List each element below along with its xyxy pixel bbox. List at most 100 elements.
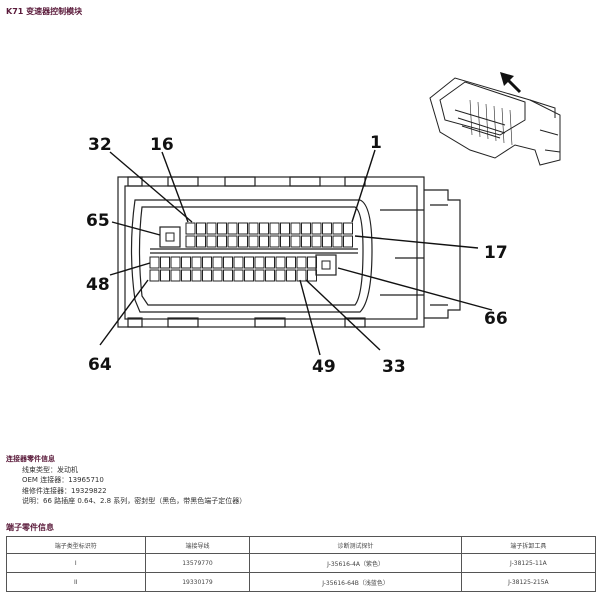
pin-label-17: 17 [484,243,508,263]
pin-cavity [185,222,196,235]
pin-cavity [238,222,248,235]
connector-info-heading: 连接器零件信息 [6,455,55,463]
pin-grid [149,222,353,282]
table-cell: J-38125-215A [460,572,597,592]
page-title: K71 变速器控制模块 [6,7,83,16]
pin-65-contact [165,232,175,242]
pin-cavity [191,256,202,269]
connector-front-view [117,176,461,328]
pin-65-cavity [159,226,181,248]
table-cell: J-38125-11A [460,553,597,573]
pin-cavity [227,235,238,248]
pin-cavity [212,256,223,269]
pin-cavity [307,269,317,282]
pin-cavity [160,269,170,282]
pin-cavity [217,222,227,235]
pin-cavity [286,269,296,282]
pin-cavity [269,235,280,248]
pin-cavity [280,222,290,235]
pin-cavity [307,256,317,269]
pin-cavity [244,256,254,269]
pin-label-48: 48 [86,275,110,295]
pin-cavity [206,235,217,248]
pin-cavity [265,256,275,269]
table-header-row: 端子类型标识符 端接导线 诊断测试探针 端子拆卸工具 [6,536,597,554]
pin-cavity [269,222,280,235]
pin-cavity [290,222,301,235]
pin-cavity [311,235,322,248]
pin-cavity [322,222,332,235]
pin-cavity [202,256,212,269]
pin-cavity [275,256,286,269]
pin-label-65: 65 [86,211,110,231]
pin-cavity [191,269,202,282]
pin-cavity [248,235,259,248]
table-row: II 19330179 J-35616-64B（浅蓝色） J-38125-215… [6,572,597,592]
table-cell: J-35616-4A（紫色） [249,553,462,573]
table-header: 端子拆卸工具 [460,536,597,554]
pin-cavity [160,256,170,269]
connector-info-line: OEM 连接器：13965710 [22,476,104,484]
connector-info-line: 维修件连接器：19329822 [22,486,107,495]
pin-cavity [223,256,233,269]
table-cell: I [6,553,146,573]
pin-label-33: 33 [382,357,406,377]
pin-cavity [248,222,259,235]
connector-info: 连接器零件信息 线束类型：发动机 OEM 连接器：13965710 维修件连接器… [6,454,246,507]
pin-cavity [149,269,160,282]
pin-cavity [343,222,353,235]
pin-cavity [286,256,296,269]
pin-label-16: 16 [150,135,174,155]
pin-label-64: 64 [88,355,112,375]
connector-3d-view [429,77,561,166]
pin-cavity [244,269,254,282]
pin-cavity [185,235,196,248]
pin-cavity [238,235,248,248]
pin-cavity [254,256,265,269]
connector-diagram: 32 16 1 65 17 48 66 64 49 33 [86,72,561,377]
table-header: 端子类型标识符 [6,536,146,554]
pin-cavity [322,235,332,248]
pin-cavity [181,269,191,282]
table-cell: J-35616-64B（浅蓝色） [249,572,462,592]
pin-cavity [170,269,181,282]
pin-cavity [196,235,206,248]
pin-cavity [265,269,275,282]
pin-66-contact [321,260,331,270]
pin-cavity [149,256,160,269]
table-cell: 13579770 [144,553,251,573]
pin-cavity [259,222,269,235]
pin-cavity [217,235,227,248]
connector-info-line: 说明：66 路插座 0.64、2.8 系列，密封型（黑色，带黑色端子定位器） [22,497,247,505]
pin-cavity [290,235,301,248]
terminal-info-heading: 端子零件信息 [6,523,54,532]
pin-cavity [233,269,244,282]
pin-cavity [212,269,223,282]
table-cell: 19330179 [144,572,251,592]
pin-cavity [301,222,311,235]
pin-cavity [296,256,307,269]
pin-cavity [170,256,181,269]
pin-cavity [296,269,307,282]
pin-cavity [223,269,233,282]
pin-cavity [259,235,269,248]
leader-lines [99,149,493,356]
table-cell: II [6,572,146,592]
pin-cavity [332,235,343,248]
table-header: 端接导线 [144,536,251,554]
pin-label-66: 66 [484,309,508,329]
table-row: I 13579770 J-35616-4A（紫色） J-38125-11A [6,553,597,573]
pin-label-49: 49 [312,357,336,377]
pin-cavity [227,222,238,235]
pin-cavity [332,222,343,235]
pin-66-cavity [315,254,337,276]
pin-cavity [254,269,265,282]
pin-cavity [196,222,206,235]
pin-cavity [181,256,191,269]
pin-cavity [280,235,290,248]
pin-label-1: 1 [370,133,382,153]
arrow-up-left-icon [500,72,522,94]
pin-label-32: 32 [88,135,112,155]
pin-cavity [301,235,311,248]
terminal-table: 端子类型标识符 端接导线 诊断测试探针 端子拆卸工具 I 13579770 J-… [6,536,597,592]
